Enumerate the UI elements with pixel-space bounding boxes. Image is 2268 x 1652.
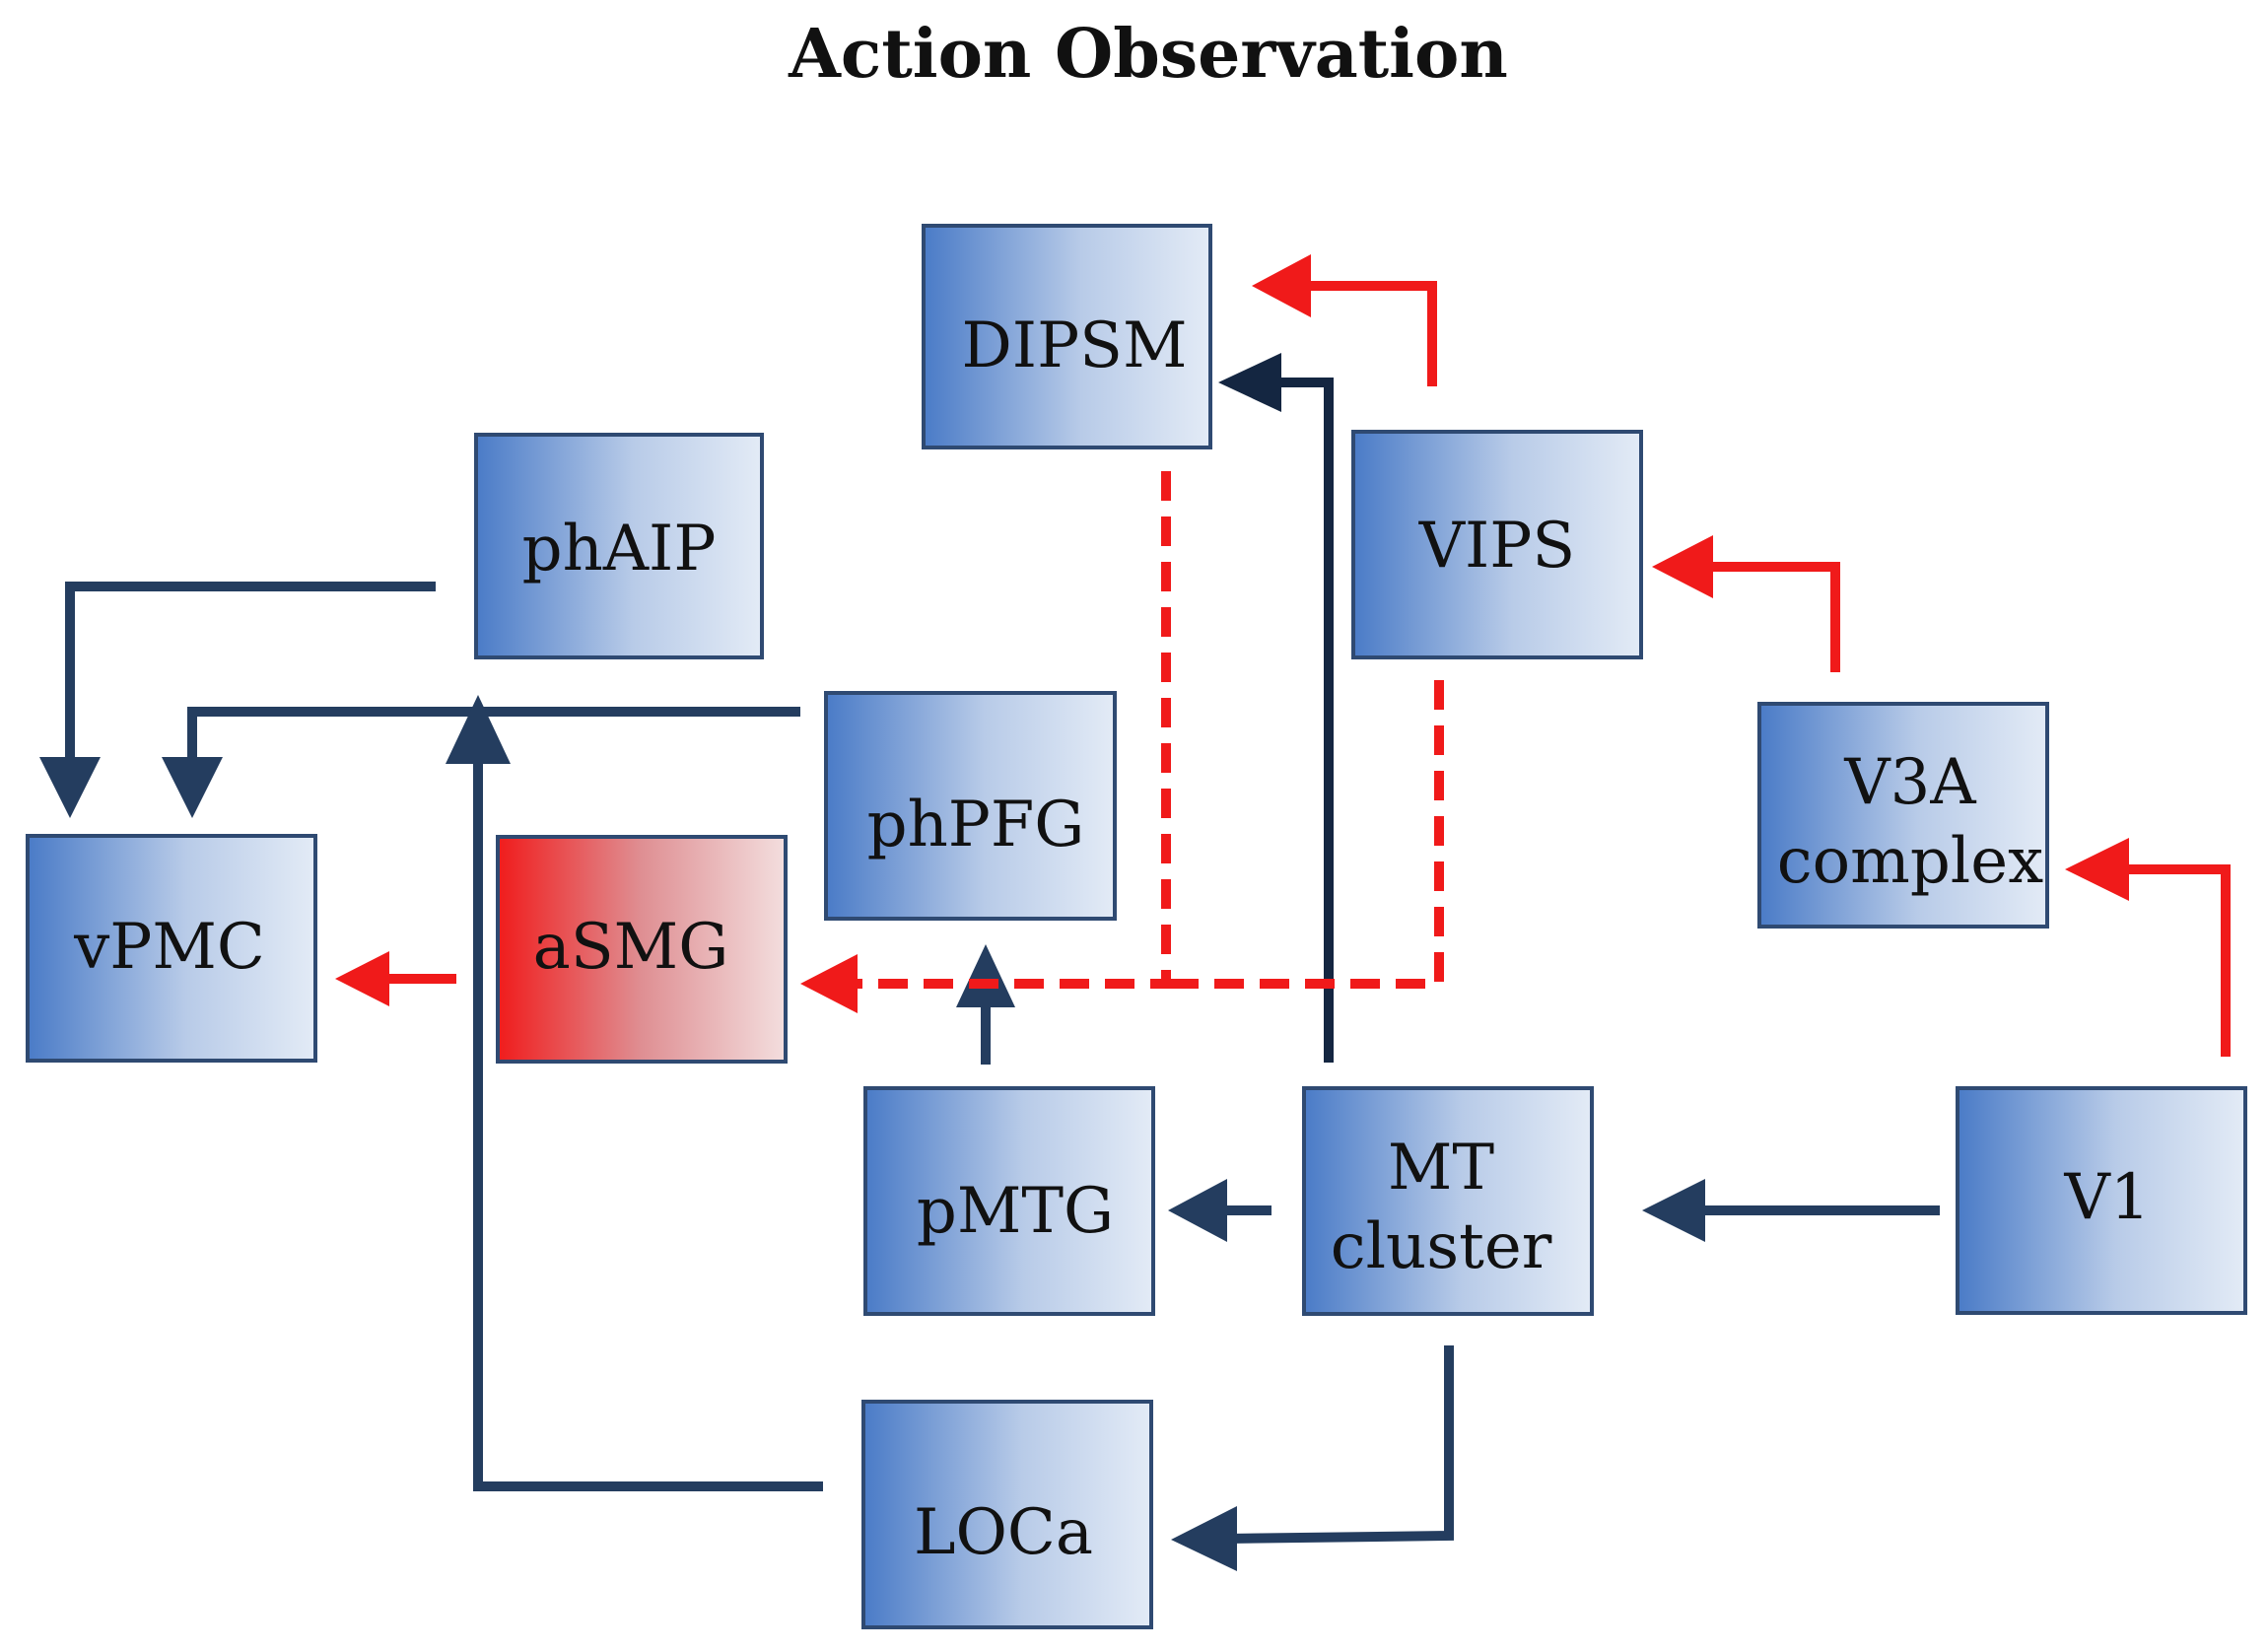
node-asmg-box <box>496 835 788 1064</box>
node-phaip-box <box>474 433 764 659</box>
arrowhead-loca-up <box>446 695 511 764</box>
node-asmg-label: aSMG <box>533 911 729 984</box>
node-vips: VIPS <box>1351 430 1643 659</box>
node-phpfg-box <box>824 691 1117 921</box>
node-mt-cluster: MT cluster <box>1302 1086 1594 1316</box>
arrowhead-vips-to-dipsm <box>1252 254 1311 317</box>
edge-loca-up <box>473 734 823 1491</box>
edge-v3a-to-vips <box>1703 562 1840 672</box>
node-phpfg-label: phPFG <box>867 789 1085 861</box>
node-pmtg-box <box>863 1086 1155 1316</box>
node-mt-box <box>1302 1086 1594 1316</box>
node-loca-box <box>861 1400 1153 1629</box>
arrowhead-asmg-to-vpmc <box>335 951 389 1006</box>
node-loca-label: LOCa <box>914 1496 1093 1569</box>
node-dipsm-label: DIPSM <box>961 310 1187 382</box>
edge-dipsm-to-asmg <box>856 471 1171 989</box>
node-phaip: phAIP <box>474 433 764 659</box>
node-asmg: aSMG <box>496 835 788 1064</box>
arrowhead-v1-to-mt <box>1642 1179 1705 1242</box>
arrowhead-to-asmg <box>800 954 858 1013</box>
edges <box>39 254 2231 1571</box>
node-vpmc: vPMC <box>26 834 317 1063</box>
node-v1-box <box>1956 1086 2247 1315</box>
node-v3a-label-line1: V3A <box>1843 746 1976 819</box>
node-vpmc-label: vPMC <box>73 911 265 984</box>
edge-vips-to-dipsm <box>1301 281 1437 386</box>
edge-v1-to-v3a <box>2119 864 2231 1057</box>
node-vips-label: VIPS <box>1418 510 1575 583</box>
node-v3a-complex: V3A complex <box>1757 702 2049 929</box>
node-vips-box <box>1351 430 1643 659</box>
diagram-title: Action Observation <box>788 15 1508 94</box>
arrowhead-v3a-to-vips <box>1652 535 1713 598</box>
arrowhead-mt-to-pmtg <box>1168 1179 1227 1242</box>
edge-mt-to-loca <box>1226 1345 1454 1544</box>
node-mt-label-line2: cluster <box>1331 1210 1552 1283</box>
edge-vips-to-asmg <box>1166 680 1444 989</box>
node-vpmc-box <box>26 834 317 1063</box>
node-loca: LOCa <box>861 1400 1153 1629</box>
arrowhead-mt-to-dipsm <box>1218 353 1281 412</box>
node-v1-label: V1 <box>2064 1161 2151 1234</box>
node-mt-label-line1: MT <box>1388 1132 1495 1205</box>
arrowhead-phaip-to-vpmc <box>39 757 101 818</box>
node-phaip-label: phAIP <box>522 513 717 585</box>
node-dipsm: DIPSM <box>922 224 1212 449</box>
edge-phaip-to-vpmc <box>65 582 436 769</box>
node-phpfg: phPFG <box>824 691 1117 921</box>
arrowhead-pmtg-to-phpfg <box>956 944 1015 1007</box>
node-pmtg-label: pMTG <box>917 1175 1114 1248</box>
arrowhead-mt-to-loca <box>1171 1506 1237 1571</box>
node-v3a-box <box>1757 702 2049 929</box>
node-dipsm-box <box>922 224 1212 449</box>
node-v3a-label-line2: complex <box>1777 825 2043 898</box>
node-v1: V1 <box>1956 1086 2247 1315</box>
node-pmtg: pMTG <box>863 1086 1155 1316</box>
edge-mt-to-dipsm <box>1271 378 1334 1063</box>
arrowhead-v1-to-v3a <box>2065 838 2129 901</box>
edge-phpfg-to-vpmc <box>187 707 800 769</box>
arrowhead-phpfg-to-vpmc <box>162 757 223 818</box>
